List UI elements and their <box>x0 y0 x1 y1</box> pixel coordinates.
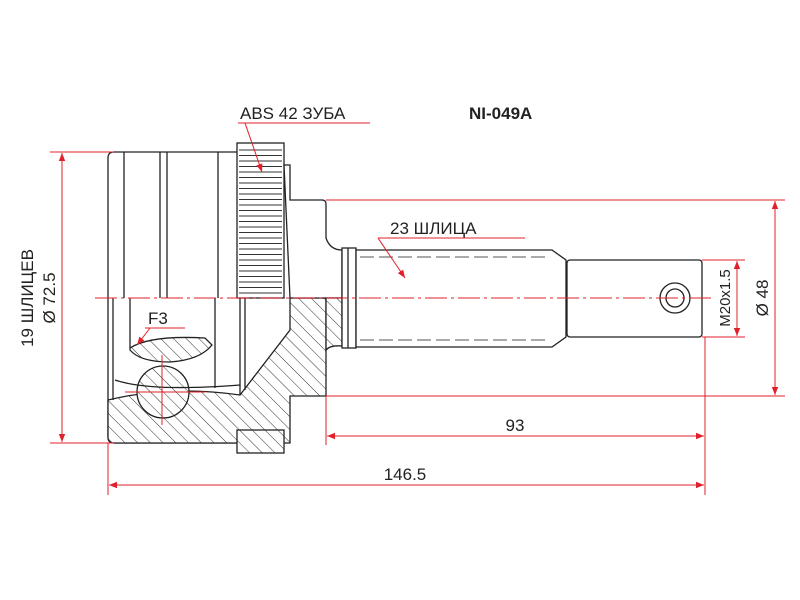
f3-label: F3 <box>148 309 168 328</box>
total-length-label: 146.5 <box>384 465 427 484</box>
abs-ring <box>236 142 285 454</box>
dimension-lines <box>50 122 785 495</box>
seal-diameter-label: Ø 48 <box>753 280 772 317</box>
abs-teeth-label: ABS 42 ЗУБА <box>240 104 346 123</box>
joint-neck <box>283 164 343 352</box>
outer-diameter-label: Ø 72.5 <box>40 272 59 323</box>
inner-splines-label: 19 ШЛИЦЕВ <box>18 249 37 347</box>
part-number: NI-049A <box>469 104 532 123</box>
shaft-splines-label: 23 ШЛИЦА <box>390 219 477 238</box>
thread-label: M20x1.5 <box>717 269 734 327</box>
shaft-length-label: 93 <box>506 416 525 435</box>
